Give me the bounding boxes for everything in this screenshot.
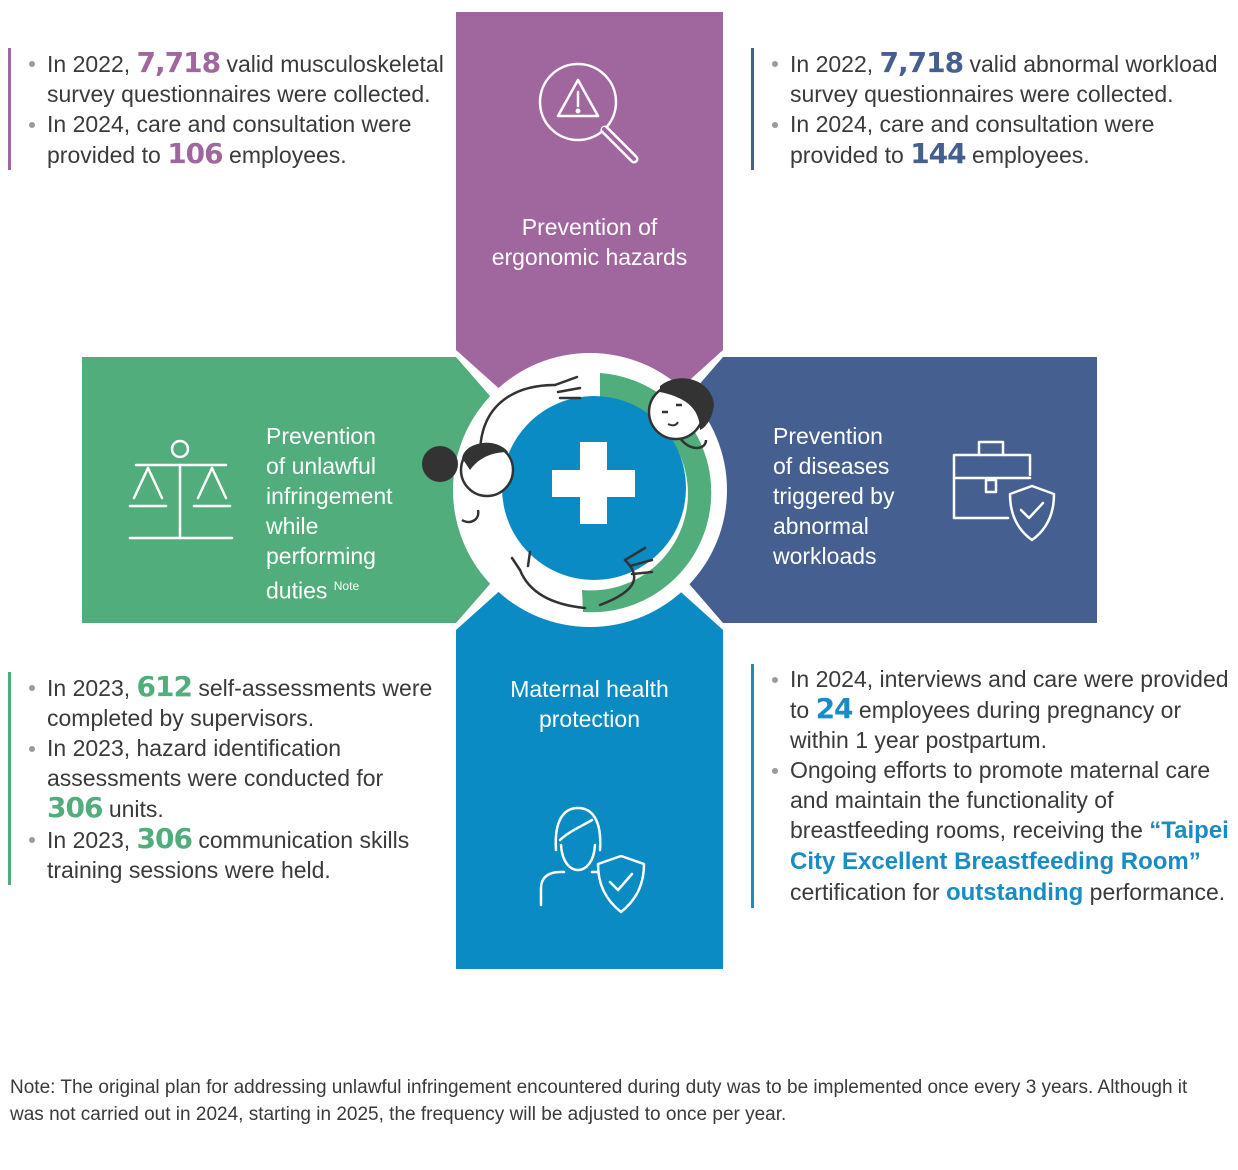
bullet-text: certification for xyxy=(790,879,946,905)
stat-number: 612 xyxy=(136,670,193,703)
ergonomic-bullet: In 2022, 7,718 valid musculoskeletal sur… xyxy=(25,48,455,109)
bullet-text: In 2022, xyxy=(790,51,880,77)
footnote: Note: The original plan for addressing u… xyxy=(10,1074,1200,1128)
unlawful-label-line: duties Note xyxy=(266,571,436,606)
warning-search-icon xyxy=(538,62,639,164)
stat-number: 306 xyxy=(47,791,103,824)
workload-panel xyxy=(608,357,1097,623)
stat-number: 106 xyxy=(167,137,223,170)
bullet-text: self-assessments were completed by super… xyxy=(47,675,433,731)
bullet-text: employees. xyxy=(222,142,347,168)
maternal-panel xyxy=(456,510,723,969)
unlawful-panel xyxy=(82,357,572,623)
briefcase-shield-icon xyxy=(952,440,1056,542)
unlawful-label-line: performing xyxy=(266,543,376,569)
unlawful-label-line: while xyxy=(266,513,319,539)
ergonomic-label-line: Prevention of xyxy=(521,214,658,240)
medical-cross-icon xyxy=(552,442,635,524)
workload-label-line: of diseases xyxy=(773,453,890,479)
stat-number: 24 xyxy=(815,692,854,725)
unlawful-bullet: In 2023, hazard identification assessmen… xyxy=(25,733,445,824)
unlawful-label-line: Prevention xyxy=(266,423,376,449)
bullet-text: In 2023, xyxy=(47,827,137,853)
bullet-text: In 2024, care and consultation were prov… xyxy=(790,111,1155,168)
unlawful-bullet: In 2023, 612 self-assessments were compl… xyxy=(25,672,445,733)
unlawful-stats: In 2023, 612 self-assessments were compl… xyxy=(8,672,445,885)
bullet-text: In 2022, xyxy=(47,51,137,77)
bullet-text: valid abnormal workload survey questionn… xyxy=(790,51,1218,107)
workload-label: Prevention of diseases triggered by abno… xyxy=(773,421,933,571)
maternal-label: Maternal health protection xyxy=(456,674,723,734)
woman-shield-icon xyxy=(539,806,646,914)
bullet-text: employees during pregnancy or within 1 y… xyxy=(790,697,1182,753)
bullet-text: In 2023, hazard identification assessmen… xyxy=(47,735,384,791)
stat-number: 7,718 xyxy=(879,46,965,79)
unlawful-label: Prevention of unlawful infringement whil… xyxy=(266,421,436,606)
workload-label-line: Prevention xyxy=(773,423,883,449)
workload-label-line: workloads xyxy=(773,543,877,569)
workload-stats: In 2022, 7,718 valid abnormal workload s… xyxy=(751,48,1218,170)
bullet-text: In 2024, interviews and care were provid… xyxy=(790,666,1229,723)
stat-number: 7,718 xyxy=(136,46,222,79)
people-illustration xyxy=(478,375,654,610)
maternal-stats: In 2024, interviews and care were provid… xyxy=(751,664,1233,908)
unlawful-label-word: duties xyxy=(266,577,328,604)
award-name: “Taipei City Excellent Breastfeeding Roo… xyxy=(790,817,1229,875)
maternal-bullet: In 2024, interviews and care were provid… xyxy=(768,664,1233,755)
maternal-label-line: Maternal health xyxy=(510,676,669,702)
ergonomic-bullet: In 2024, care and consultation were prov… xyxy=(25,109,455,170)
stat-number: 144 xyxy=(910,137,966,170)
bullet-text: performance. xyxy=(1083,879,1226,905)
ergonomic-label: Prevention of ergonomic hazards xyxy=(456,212,723,272)
footnote-text: The original plan for addressing unlawfu… xyxy=(10,1077,1188,1125)
ergonomic-label-line: ergonomic hazards xyxy=(491,244,688,270)
workload-label-line: triggered by xyxy=(773,483,895,509)
ergonomic-panel xyxy=(456,12,723,470)
bullet-text: communication skills training sessions w… xyxy=(47,827,410,883)
highlight-word: outstanding xyxy=(945,879,1084,906)
man-avatar xyxy=(647,378,714,450)
bullet-text: Ongoing efforts to promote maternal care… xyxy=(790,757,1211,843)
bullet-text: In 2023, xyxy=(47,675,137,701)
scales-icon xyxy=(128,439,234,540)
unlawful-bullet: In 2023, 306 communication skills traini… xyxy=(25,824,445,885)
maternal-label-line: protection xyxy=(538,706,640,732)
maternal-bullet: Ongoing efforts to promote maternal care… xyxy=(768,755,1233,908)
footnote-prefix: Note: xyxy=(10,1077,56,1098)
unlawful-label-line: of unlawful xyxy=(266,453,376,479)
bullet-text: valid musculoskeletal survey questionnai… xyxy=(47,51,444,107)
stat-number: 306 xyxy=(136,822,193,855)
note-mark: Note xyxy=(333,579,360,593)
ergonomic-stats: In 2022, 7,718 valid musculoskeletal sur… xyxy=(8,48,455,170)
workload-label-line: abnormal xyxy=(773,513,869,539)
workload-bullet: In 2022, 7,718 valid abnormal workload s… xyxy=(768,48,1218,109)
unlawful-label-line: infringement xyxy=(266,483,393,509)
bullet-text: employees. xyxy=(965,142,1090,168)
bullet-text: units. xyxy=(102,796,164,822)
bullet-text: In 2024, care and consultation were prov… xyxy=(47,111,412,168)
woman-avatar xyxy=(422,442,515,524)
workload-bullet: In 2024, care and consultation were prov… xyxy=(768,109,1218,170)
